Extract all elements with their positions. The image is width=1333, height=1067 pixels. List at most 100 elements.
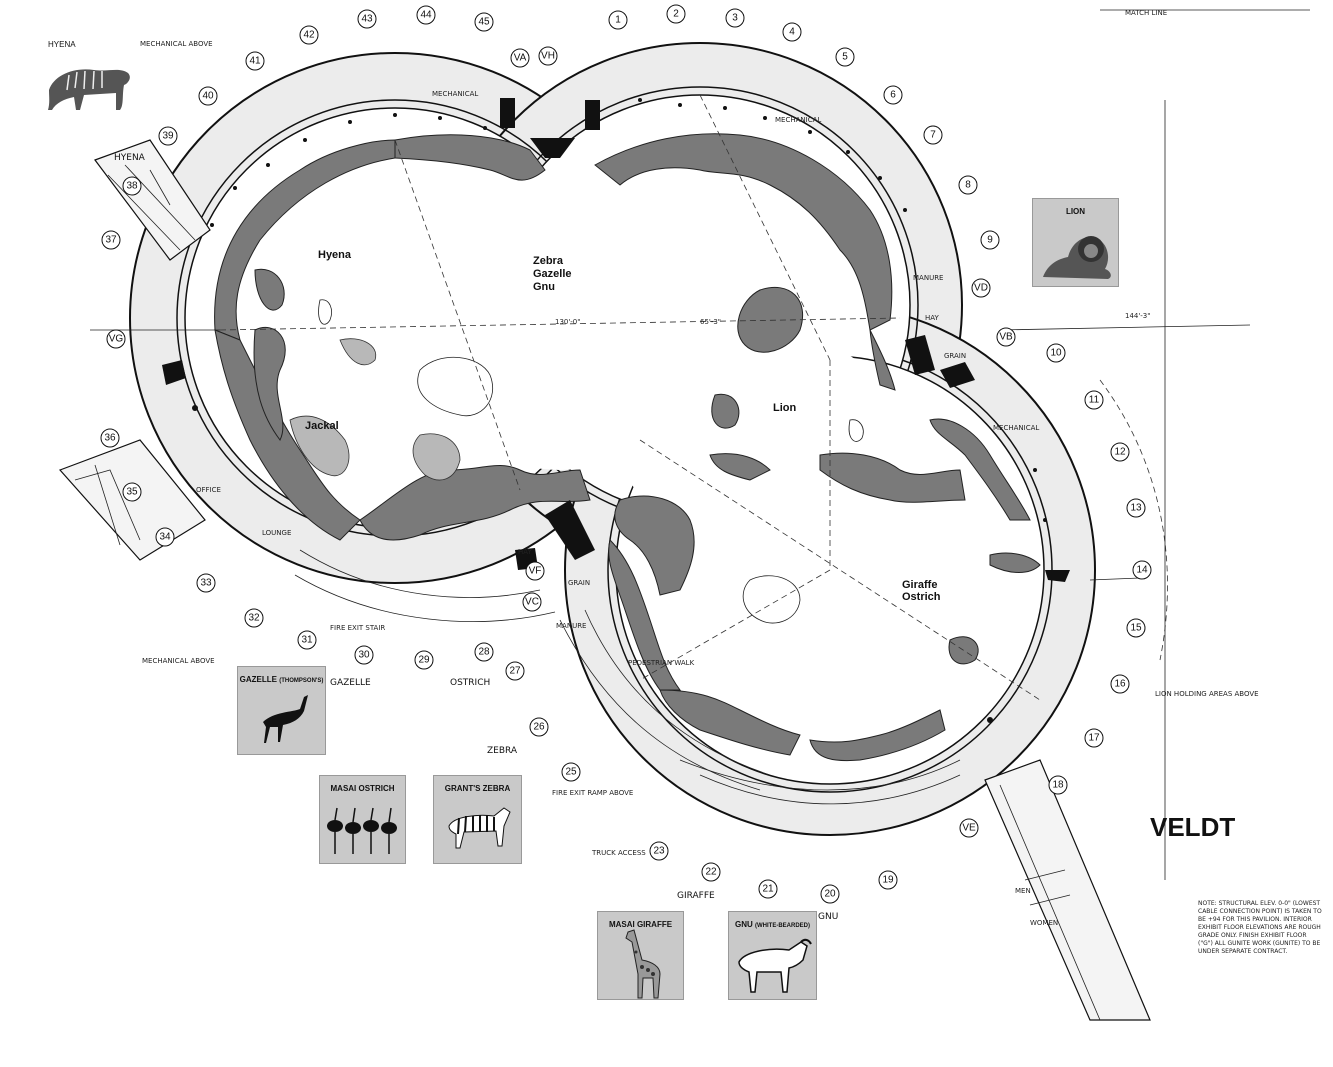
svg-text:35: 35 [126, 487, 138, 498]
svg-text:5: 5 [842, 52, 848, 63]
grid-marker-vg: VG [106, 329, 126, 349]
note-office: OFFICE [196, 486, 221, 494]
grid-marker-39: 39 [158, 126, 178, 146]
svg-text:9: 9 [987, 235, 993, 246]
svg-text:11: 11 [1089, 395, 1100, 406]
grid-marker-25: 25 [561, 762, 581, 782]
label-ostrich-areas: OSTRICH [450, 678, 490, 688]
grid-marker-7: 7 [923, 125, 943, 145]
label-gnu-areas: GNU [818, 912, 838, 922]
svg-text:14: 14 [1136, 565, 1148, 576]
svg-text:21: 21 [762, 884, 774, 895]
dim-144: 144'-3" [1125, 312, 1150, 320]
svg-text:2: 2 [673, 9, 679, 20]
svg-text:37: 37 [105, 235, 117, 246]
photo-grants-zebra: GRANT'S ZEBRA [433, 775, 522, 864]
note-hay-left: HAY [518, 548, 533, 556]
grid-marker-ve: VE [959, 818, 979, 838]
grid-marker-13: 13 [1126, 498, 1146, 518]
svg-text:25: 25 [565, 767, 577, 778]
grid-marker-21: 21 [758, 879, 778, 899]
note-mechanical-above-left: MECHANICAL ABOVE [142, 657, 215, 665]
photo-gnu: GNU (WHITE-BEARDED) [728, 911, 817, 1000]
grid-marker-32: 32 [244, 608, 264, 628]
svg-text:VB: VB [999, 332, 1013, 343]
note-manure-left: MANURE [556, 622, 586, 630]
svg-text:39: 39 [162, 131, 174, 142]
grid-marker-18: 18 [1048, 775, 1068, 795]
svg-text:12: 12 [1114, 447, 1126, 458]
svg-text:19: 19 [882, 875, 894, 886]
svg-text:1: 1 [615, 15, 621, 26]
svg-text:34: 34 [159, 532, 171, 543]
svg-text:13: 13 [1130, 503, 1142, 514]
dim-65: 65'-3" [700, 318, 721, 326]
grid-marker-16: 16 [1110, 674, 1130, 694]
note-fire-exit-ramp: FIRE EXIT RAMP ABOVE [552, 789, 633, 797]
photo-masai-ostrich: MASAI OSTRICH [319, 775, 406, 864]
grid-marker-11: 11 [1084, 390, 1104, 410]
grid-marker-4: 4 [782, 22, 802, 42]
note-pedestrian-walk: PEDESTRIAN WALK [628, 659, 695, 667]
grid-marker-vf: VF [525, 561, 545, 581]
dim-130: 130'-0" [555, 318, 580, 326]
svg-text:41: 41 [249, 56, 261, 67]
note-men: MEN [1015, 887, 1031, 895]
grid-marker-23: 23 [649, 841, 669, 861]
note-fire-exit-stair: FIRE EXIT STAIR [330, 624, 385, 632]
label-gazelle-areas: GAZELLE [330, 678, 371, 688]
svg-text:43: 43 [361, 14, 373, 25]
grid-marker-vb: VB [996, 327, 1016, 347]
grid-marker-30: 30 [354, 645, 374, 665]
note-truck-access: TRUCK ACCESS [591, 849, 646, 857]
hyena-illustration [48, 69, 130, 110]
grid-marker-44: 44 [416, 5, 436, 25]
page-title: VELDT [1150, 812, 1236, 842]
photo-lion: LION [1032, 198, 1119, 287]
note-match-line: MATCH LINE [1125, 9, 1167, 17]
grid-marker-37: 37 [101, 230, 121, 250]
svg-text:VA: VA [514, 53, 527, 64]
zone-jackal: Jackal [305, 420, 339, 432]
label-hyena-areas: HYENA [114, 153, 146, 163]
note-grain-right: GRAIN [944, 352, 966, 360]
grid-marker-22: 22 [701, 862, 721, 882]
grid-marker-12: 12 [1110, 442, 1130, 462]
grid-marker-43: 43 [357, 9, 377, 29]
grid-marker-vc: VC [522, 592, 542, 612]
photo-masai-giraffe: MASAI GIRAFFE [597, 911, 684, 1000]
grid-marker-33: 33 [196, 573, 216, 593]
note-mechanical-above-top: MECHANICAL ABOVE [140, 40, 213, 48]
zone-lion: Lion [773, 402, 796, 414]
label-zebra-areas: ZEBRA [487, 746, 518, 756]
zone-gnu: Gnu [533, 281, 555, 293]
svg-text:20: 20 [824, 889, 836, 900]
svg-text:7: 7 [930, 130, 936, 141]
svg-text:42: 42 [303, 30, 315, 41]
grid-marker-vh: VH [538, 46, 558, 66]
note-mechanical-right: MECHANICAL [993, 424, 1039, 432]
svg-text:36: 36 [104, 433, 116, 444]
svg-text:17: 17 [1088, 733, 1100, 744]
note-mechanical-right-top: MECHANICAL [775, 116, 821, 124]
svg-text:23: 23 [653, 846, 665, 857]
svg-text:30: 30 [358, 650, 370, 661]
grid-marker-9: 9 [980, 230, 1000, 250]
zone-gazelle: Gazelle [533, 268, 572, 280]
note-lion-holding: LION HOLDING AREAS ABOVE [1155, 690, 1259, 698]
svg-text:4: 4 [789, 27, 795, 38]
grid-marker-40: 40 [198, 86, 218, 106]
svg-text:15: 15 [1130, 623, 1142, 634]
grid-marker-45: 45 [474, 12, 494, 32]
svg-text:VF: VF [529, 566, 542, 577]
svg-text:32: 32 [248, 613, 260, 624]
note-hay-right: HAY [925, 314, 940, 322]
svg-text:45: 45 [478, 17, 490, 28]
svg-text:VH: VH [541, 51, 555, 62]
grid-marker-36: 36 [100, 428, 120, 448]
grid-marker-41: 41 [245, 51, 265, 71]
svg-text:8: 8 [965, 180, 971, 191]
label-giraffe-areas: GIRAFFE [677, 891, 715, 901]
